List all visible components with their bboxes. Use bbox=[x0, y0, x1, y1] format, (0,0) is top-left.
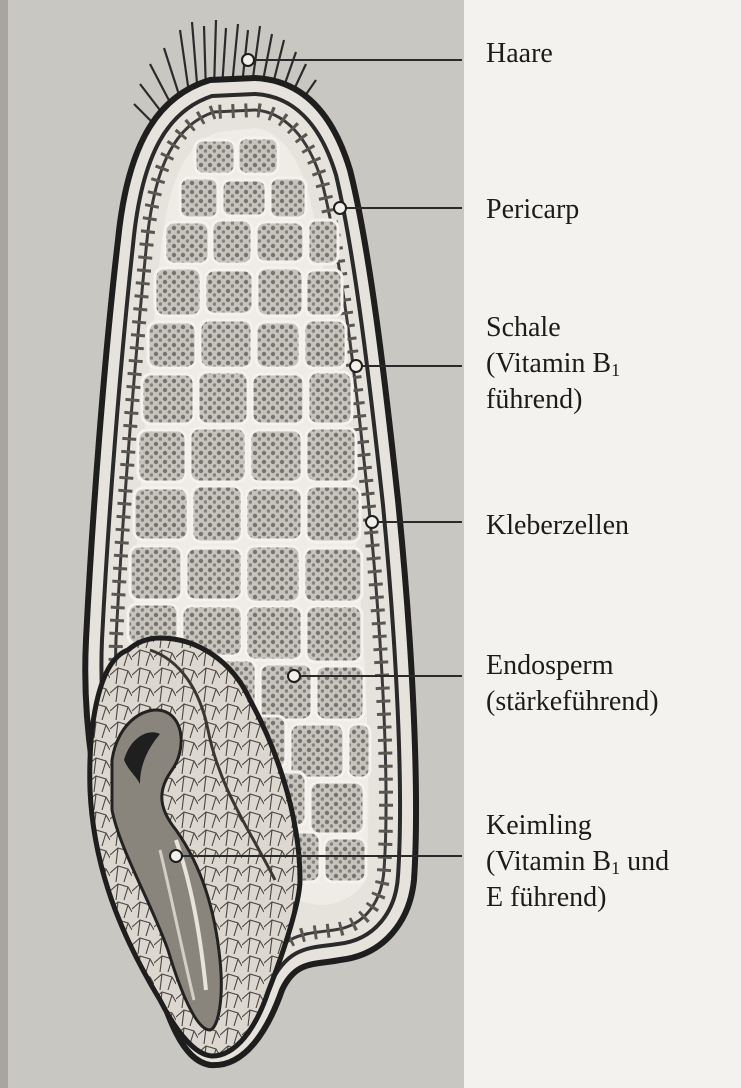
label-keimling-und: und bbox=[620, 846, 669, 877]
label-haare: Haare bbox=[486, 36, 553, 72]
label-keimling: Keimling (Vitamin B1 und E führend) bbox=[486, 808, 669, 916]
label-endosperm: Endosperm (stärkeführend) bbox=[486, 648, 659, 720]
label-pericarp: Pericarp bbox=[486, 192, 579, 228]
label-schale-vitamin: (Vitamin B bbox=[486, 348, 611, 379]
label-endosperm-line-1: Endosperm bbox=[486, 648, 659, 684]
label-schale-subscript: 1 bbox=[611, 360, 620, 380]
label-schale-line-3: führend) bbox=[486, 382, 620, 418]
label-schale-line-1: Schale bbox=[486, 310, 620, 346]
label-keimling-subscript: 1 bbox=[611, 858, 620, 878]
label-keimling-line-1: Keimling bbox=[486, 808, 669, 844]
label-schale-line-2: (Vitamin B1 bbox=[486, 346, 620, 382]
label-keimling-line-3: E führend) bbox=[486, 880, 669, 916]
label-kleberzellen: Kleberzellen bbox=[486, 508, 629, 544]
label-pericarp-line: Pericarp bbox=[486, 192, 579, 228]
label-haare-line: Haare bbox=[486, 36, 553, 72]
label-keimling-vitamin: (Vitamin B bbox=[486, 846, 611, 877]
label-keimling-line-2: (Vitamin B1 und bbox=[486, 844, 669, 880]
label-schale: Schale (Vitamin B1 führend) bbox=[486, 310, 620, 418]
label-kleberzellen-line: Kleberzellen bbox=[486, 508, 629, 544]
label-endosperm-line-2: (stärkeführend) bbox=[486, 684, 659, 720]
